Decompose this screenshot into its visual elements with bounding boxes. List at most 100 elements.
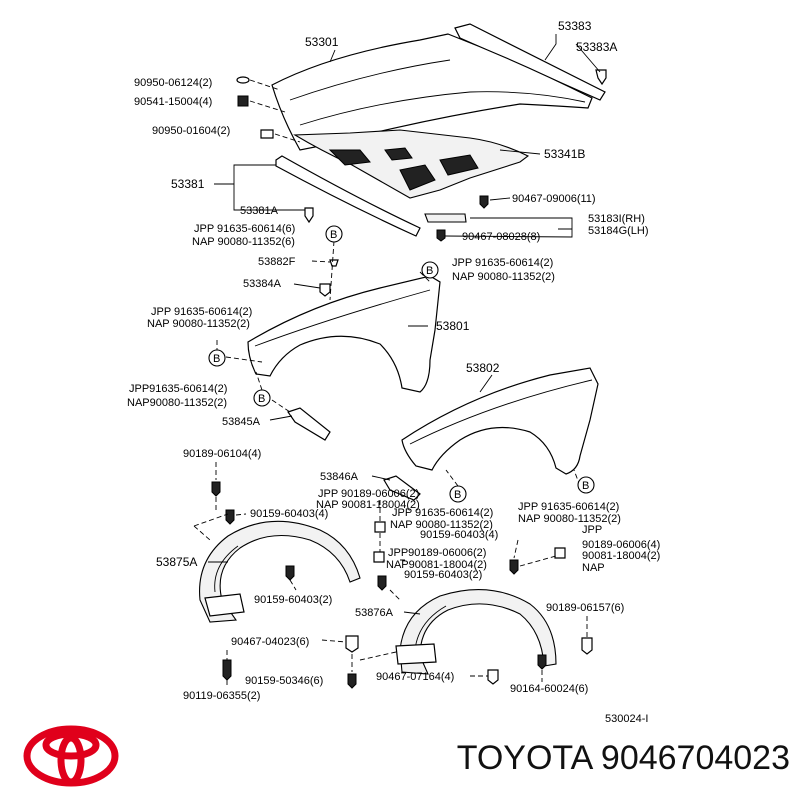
leader-90467-09006 (489, 197, 511, 201)
svg-text:B: B (582, 480, 589, 492)
leader-53802 (479, 374, 493, 393)
leader-53383A (575, 43, 601, 73)
bracket-53846A (383, 475, 421, 501)
brand-caption: TOYOTA 9046704023 (456, 739, 790, 777)
label-nap-5: NAP 90081-18004(2) (316, 499, 420, 511)
fender-53802 (401, 367, 599, 475)
label-90159-60403-d: 90159-60403(2) (404, 569, 482, 581)
hood-seal-clip (595, 69, 607, 86)
leader-53846A (371, 475, 391, 481)
label-53184G: 53184G(LH) (588, 225, 649, 237)
leader-90467-04023 (321, 639, 347, 643)
label-90467-09006: 90467-09006(11) (512, 193, 596, 205)
leader-b-fender-left-2 (255, 371, 291, 413)
label-90189-06006-4: 90189-06006(4) (582, 539, 660, 551)
clip-53882F (329, 259, 339, 267)
callout-b-5: B (449, 485, 467, 503)
leader-53341B (499, 149, 541, 155)
svg-text:B: B (454, 489, 461, 501)
svg-text:B: B (330, 229, 337, 241)
hood-crease-2 (289, 59, 451, 101)
label-90119-06355: 90119-06355(2) (183, 690, 260, 702)
label-jpp-5: JPP 90189-06006(2) (318, 488, 419, 500)
fender-crease-left (254, 289, 431, 347)
clip-53384A (319, 283, 331, 297)
label-90950-06124: 90950-06124(2) (134, 77, 212, 89)
seal-53183I (424, 213, 467, 223)
label-53876A: 53876A (355, 607, 394, 619)
label-90159-60403-a: 90159-60403(4) (250, 508, 328, 520)
toyota-logo (23, 725, 119, 787)
label-53341B: 53341B (544, 147, 585, 161)
svg-text:B: B (258, 393, 265, 405)
label-jpp-6: JPP 91635-60614(2) (392, 507, 493, 519)
leader-53383 (544, 34, 557, 61)
nut-90189-06006-l (373, 551, 385, 563)
label-90159-60403-c: 90159-60403(2) (254, 594, 332, 606)
label-nap-1: NAP 90080-11352(6) (192, 236, 295, 248)
leader-53876A (403, 611, 421, 615)
leader-b-mid (445, 469, 581, 487)
leader-90541-15004 (249, 100, 286, 113)
liner-left-rib (214, 545, 239, 593)
label-53383: 53383 (558, 19, 592, 33)
label-53802: 53802 (466, 361, 500, 375)
svg-text:B: B (213, 353, 220, 365)
label-90159-60403-b: 90159-60403(4) (420, 529, 498, 541)
screw-90159-60403-b (509, 559, 519, 575)
leader-53381 (214, 164, 305, 211)
screw-90119-06355 (222, 659, 232, 681)
label-nap-9: NAP (582, 562, 605, 574)
leader-liner-right (359, 533, 408, 661)
label-90081-18004-4: 90081-18004(2) (582, 550, 660, 562)
label-53845A: 53845A (222, 416, 261, 428)
label-jpp-7: JPP 91635-60614(2) (518, 501, 619, 513)
label-53183I: 53183I(RH) (588, 213, 645, 225)
hood-inner-hole-3 (439, 154, 479, 176)
bracket-53845A (287, 407, 331, 441)
label-nap-8: NAP90081-18004(2) (386, 559, 487, 571)
label-90164-60024: 90164-60024(6) (510, 683, 588, 695)
fender-crease-right (409, 379, 593, 445)
leader-90950-01604 (274, 133, 301, 143)
label-90467-08028: 90467-08028(8) (462, 231, 540, 243)
hood-crease (299, 91, 586, 126)
diagram-code: 530024-I (605, 713, 648, 725)
label-jpp-8: JPP90189-06006(2) (388, 547, 486, 559)
clip-53381A (304, 207, 314, 224)
screw-90189-06104 (211, 481, 221, 497)
bumper-90950-06124 (236, 76, 250, 84)
label-nap-6: NAP 90080-11352(2) (390, 519, 493, 531)
label-nap-7: NAP 90080-11352(2) (518, 513, 621, 525)
label-90189-06157: 90189-06157(6) (546, 602, 624, 614)
leader-90950-06124 (249, 79, 281, 91)
screw-90164-60024 (537, 654, 547, 670)
label-53882F: 53882F (258, 256, 296, 268)
nut-90189-06006-r (554, 547, 566, 559)
leader-53845A (269, 415, 293, 421)
label-53801: 53801 (436, 319, 470, 333)
label-nap-4: NAP90080-11352(2) (127, 397, 227, 409)
leader-90159-60403-a (193, 513, 247, 541)
leader-90159-60403-b (513, 539, 557, 567)
fender-53801 (247, 275, 441, 393)
leader-53301 (329, 49, 336, 63)
screw-90159-50346 (347, 673, 357, 689)
callout-b-1: B (325, 225, 343, 243)
hood-seal-53383 (454, 23, 606, 101)
label-90541-15004: 90541-15004(4) (134, 96, 212, 108)
label-53875A: 53875A (156, 555, 197, 569)
label-53381A: 53381A (240, 205, 279, 217)
retainer-90467-08028 (436, 229, 446, 242)
hood-inner-hole-2 (399, 164, 436, 191)
molding-53381 (275, 155, 421, 237)
label-jpp-2: JPP 91635-60614(2) (452, 257, 553, 269)
label-jpp-9: JPP (582, 524, 602, 536)
leader-53384A (293, 283, 321, 289)
callout-b-3: B (208, 349, 226, 367)
bumper-90950-01604 (260, 129, 274, 139)
label-53846A: 53846A (320, 471, 359, 483)
leader-90159-60403-c (289, 579, 297, 591)
liner-right-tab (395, 643, 437, 665)
